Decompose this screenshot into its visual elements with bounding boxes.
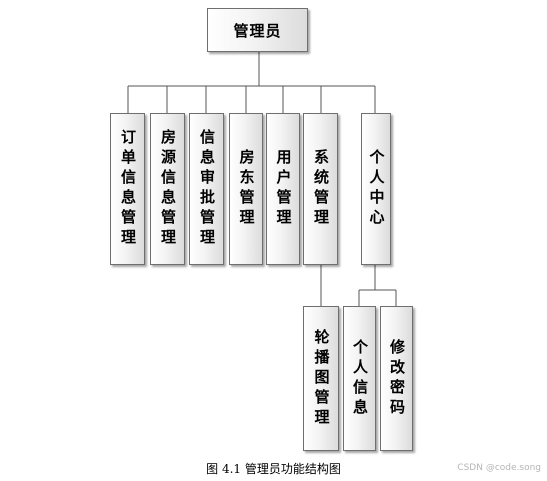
module-node-listings: 房源信息管理 bbox=[150, 113, 185, 265]
module-node-users: 用户管理 bbox=[266, 113, 300, 265]
submodule-label: 个人信息 bbox=[351, 338, 369, 419]
module-label: 房源信息管理 bbox=[159, 129, 177, 249]
submodule-label: 轮播图管理 bbox=[312, 328, 331, 429]
module-node-approval: 信息审批管理 bbox=[189, 113, 224, 265]
module-label: 用户管理 bbox=[274, 149, 293, 229]
watermark-text: CSDN @code.song bbox=[457, 463, 541, 473]
submodule-node-change-password: 修改密码 bbox=[380, 306, 413, 451]
module-label: 系统管理 bbox=[312, 149, 330, 229]
module-node-landlord: 房东管理 bbox=[229, 113, 263, 265]
module-node-personal: 个人中心 bbox=[361, 113, 391, 265]
figure-caption: 图 4.1 管理员功能结构图 bbox=[206, 462, 341, 476]
module-label: 房东管理 bbox=[237, 149, 256, 229]
submodule-node-personal-info: 个人信息 bbox=[343, 306, 376, 451]
module-node-system: 系统管理 bbox=[303, 113, 338, 265]
module-node-orders: 订单信息管理 bbox=[110, 113, 145, 265]
root-node-admin: 管理员 bbox=[207, 8, 308, 52]
module-label: 订单信息管理 bbox=[119, 129, 137, 249]
root-node-label: 管理员 bbox=[233, 21, 282, 40]
module-label: 信息审批管理 bbox=[198, 129, 216, 249]
module-label: 个人中心 bbox=[367, 149, 386, 229]
submodule-node-carousel: 轮播图管理 bbox=[303, 306, 339, 451]
submodule-label: 修改密码 bbox=[388, 338, 406, 419]
